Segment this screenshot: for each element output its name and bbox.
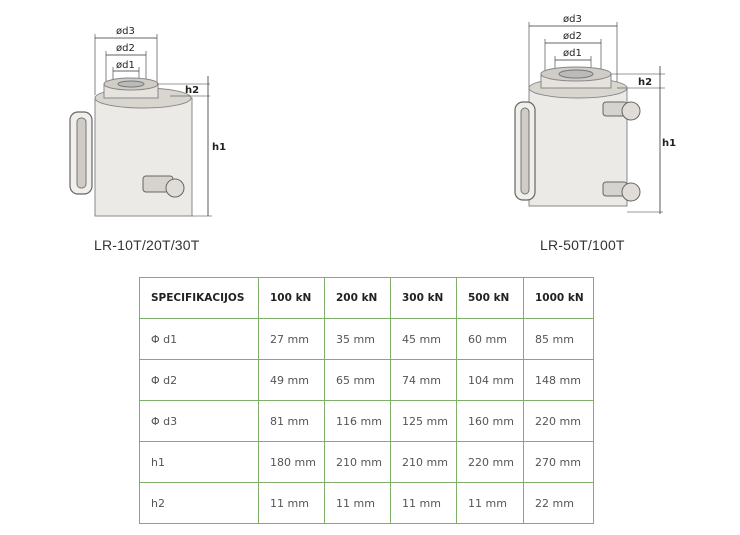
table-cell: 74 mm xyxy=(390,359,457,401)
table-cell: 210 mm xyxy=(324,441,391,483)
table-cell: h2 xyxy=(139,482,259,524)
left-figure-caption: LR-10T/20T/30T xyxy=(94,237,200,253)
left-dim-d2: ød2 xyxy=(116,43,135,54)
table-header-row: SPECIFIKACIJOS 100 kN 200 kN 300 kN 500 … xyxy=(139,277,594,319)
table-cell: 35 mm xyxy=(324,318,391,360)
table-cell: 220 mm xyxy=(456,441,524,483)
table-cell: 45 mm xyxy=(390,318,457,360)
table-cell: 11 mm xyxy=(324,482,391,524)
table-cell: 85 mm xyxy=(523,318,594,360)
table-cell: 210 mm xyxy=(390,441,457,483)
right-dim-h1: h1 xyxy=(662,138,676,149)
table-cell: 270 mm xyxy=(523,441,594,483)
table-cell: 116 mm xyxy=(324,400,391,442)
table-row: h2 11 mm 11 mm 11 mm 11 mm 22 mm xyxy=(139,482,594,524)
table-row: Φ d1 27 mm 35 mm 45 mm 60 mm 85 mm xyxy=(139,318,594,360)
right-dim-d3: ød3 xyxy=(563,14,582,25)
left-dim-h2: h2 xyxy=(185,85,199,96)
table-cell: 160 mm xyxy=(456,400,524,442)
table-cell: 11 mm xyxy=(390,482,457,524)
right-cylinder-drawing: ød3 ød2 ød1 h2 h1 xyxy=(514,14,676,214)
table-cell: h1 xyxy=(139,441,259,483)
table-row: Φ d2 49 mm 65 mm 74 mm 104 mm 148 mm xyxy=(139,359,594,401)
table-cell: 81 mm xyxy=(258,400,325,442)
right-dim-d2: ød2 xyxy=(563,31,582,42)
table-cell: 65 mm xyxy=(324,359,391,401)
table-cell: 180 mm xyxy=(258,441,325,483)
left-cylinder-drawing: ød3 ød2 ød1 h2 h1 xyxy=(69,26,226,217)
left-dim-d1: ød1 xyxy=(116,60,135,71)
table-cell: 11 mm xyxy=(456,482,524,524)
table-cell: Φ d1 xyxy=(139,318,259,360)
right-dim-d1: ød1 xyxy=(563,48,582,59)
right-figure-caption: LR-50T/100T xyxy=(540,237,625,253)
header-cell: 500 kN xyxy=(456,277,524,319)
left-dim-d3: ød3 xyxy=(116,26,135,37)
table-cell: 104 mm xyxy=(456,359,524,401)
header-cell: SPECIFIKACIJOS xyxy=(139,277,259,319)
table-cell: 220 mm xyxy=(523,400,594,442)
table-row: Φ d3 81 mm 116 mm 125 mm 160 mm 220 mm xyxy=(139,400,594,442)
table-cell: 22 mm xyxy=(523,482,594,524)
table-row: h1 180 mm 210 mm 210 mm 220 mm 270 mm xyxy=(139,441,594,483)
table-cell: 148 mm xyxy=(523,359,594,401)
header-cell: 300 kN xyxy=(390,277,457,319)
header-cell: 1000 kN xyxy=(523,277,594,319)
right-dim-h2: h2 xyxy=(638,77,652,88)
table-cell: Φ d3 xyxy=(139,400,259,442)
table-cell: 49 mm xyxy=(258,359,325,401)
left-dim-h1: h1 xyxy=(212,142,226,153)
spec-table: SPECIFIKACIJOS 100 kN 200 kN 300 kN 500 … xyxy=(139,277,594,524)
header-cell: 200 kN xyxy=(324,277,391,319)
table-cell: Φ d2 xyxy=(139,359,259,401)
table-cell: 60 mm xyxy=(456,318,524,360)
table-cell: 27 mm xyxy=(258,318,325,360)
table-cell: 11 mm xyxy=(258,482,325,524)
table-cell: 125 mm xyxy=(390,400,457,442)
header-cell: 100 kN xyxy=(258,277,325,319)
